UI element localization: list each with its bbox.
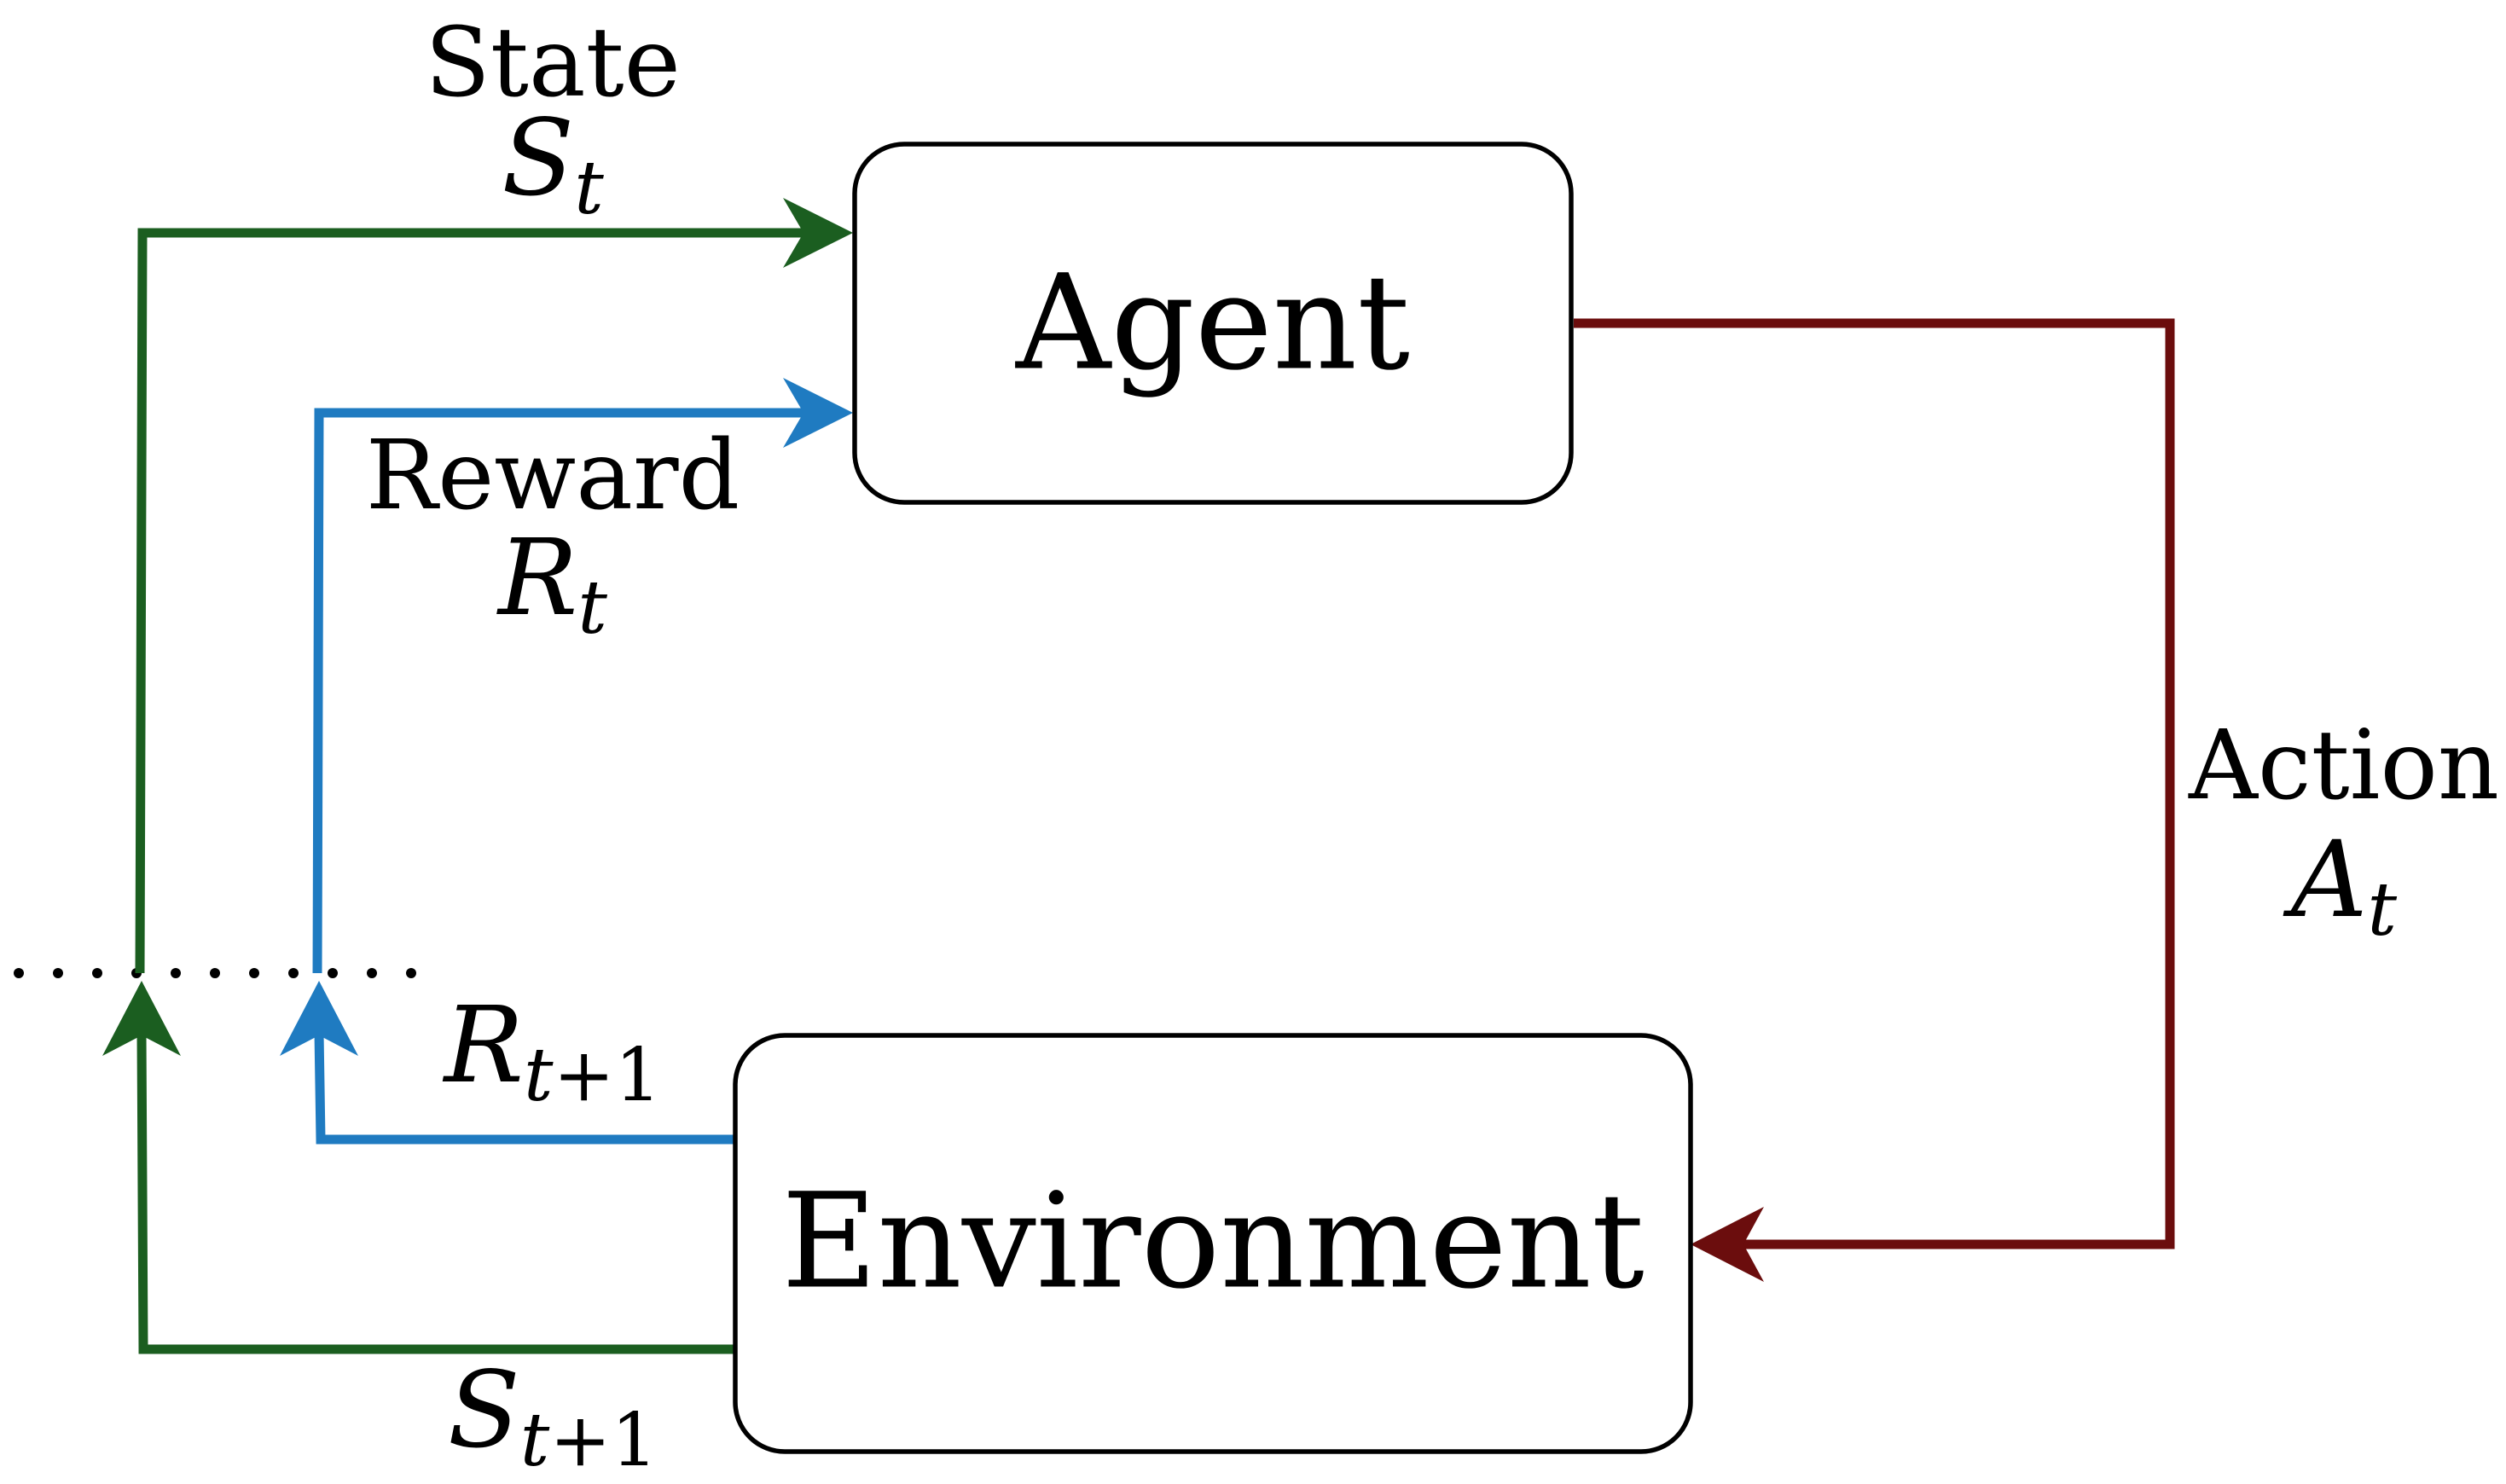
action-symbol-label: At	[2283, 819, 2398, 953]
next-state-arrow-line	[136, 1031, 735, 1354]
next-state-symbol-label: St+1	[448, 1349, 658, 1483]
state-word-label: State	[425, 8, 681, 119]
state-symbol-label: St	[502, 97, 604, 231]
environment-label: Environment	[781, 1166, 1645, 1319]
next-reward-symbol-label: Rt+1	[443, 984, 662, 1118]
reward-symbol-label: Rt	[496, 517, 607, 651]
time-step-separator	[14, 968, 416, 978]
reward-arrow-line	[312, 408, 810, 974]
state-arrowhead	[783, 198, 853, 268]
state-arrow-line	[135, 228, 810, 974]
next-reward-arrow-line	[314, 1031, 735, 1145]
environment-node: Environment	[733, 1033, 1693, 1454]
agent-label: Agent	[1015, 247, 1410, 400]
action-arrow-line	[1574, 318, 2175, 1249]
agent-node: Agent	[852, 142, 1574, 505]
next-reward-arrowhead	[280, 981, 358, 1056]
reward-arrowhead	[783, 378, 853, 448]
reward-word-label: Reward	[366, 420, 740, 531]
action-arrowhead	[1691, 1207, 1764, 1282]
next-state-arrowhead	[102, 981, 181, 1056]
action-word-label: Action	[2188, 710, 2499, 821]
